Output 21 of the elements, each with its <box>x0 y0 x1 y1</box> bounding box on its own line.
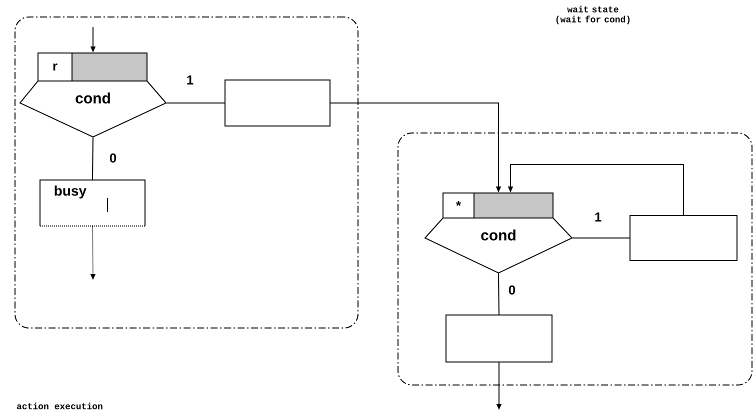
region-label: wait state (wait for cond) <box>556 6 630 24</box>
process-box <box>630 215 738 261</box>
open-box: busy <box>40 180 146 226</box>
connector <box>498 273 500 315</box>
node-label: * <box>456 201 462 206</box>
edge-label: 0 <box>507 284 517 296</box>
node-label: cond <box>76 92 110 104</box>
connector <box>166 102 225 104</box>
node-label: r <box>53 64 58 70</box>
group-frame <box>398 132 752 386</box>
group-frame <box>14 16 358 328</box>
decision-hexagon: * cond <box>424 192 573 274</box>
edge-label: 1 <box>185 74 195 86</box>
region-label: action execution <box>16 402 102 410</box>
process-box <box>446 314 552 362</box>
node-label: cond <box>481 229 516 240</box>
decision-hexagon: r cond <box>19 52 167 138</box>
connector <box>92 137 94 180</box>
process-box <box>224 80 330 126</box>
edge-label: 1 <box>593 212 603 222</box>
edge-label: 0 <box>108 152 118 164</box>
